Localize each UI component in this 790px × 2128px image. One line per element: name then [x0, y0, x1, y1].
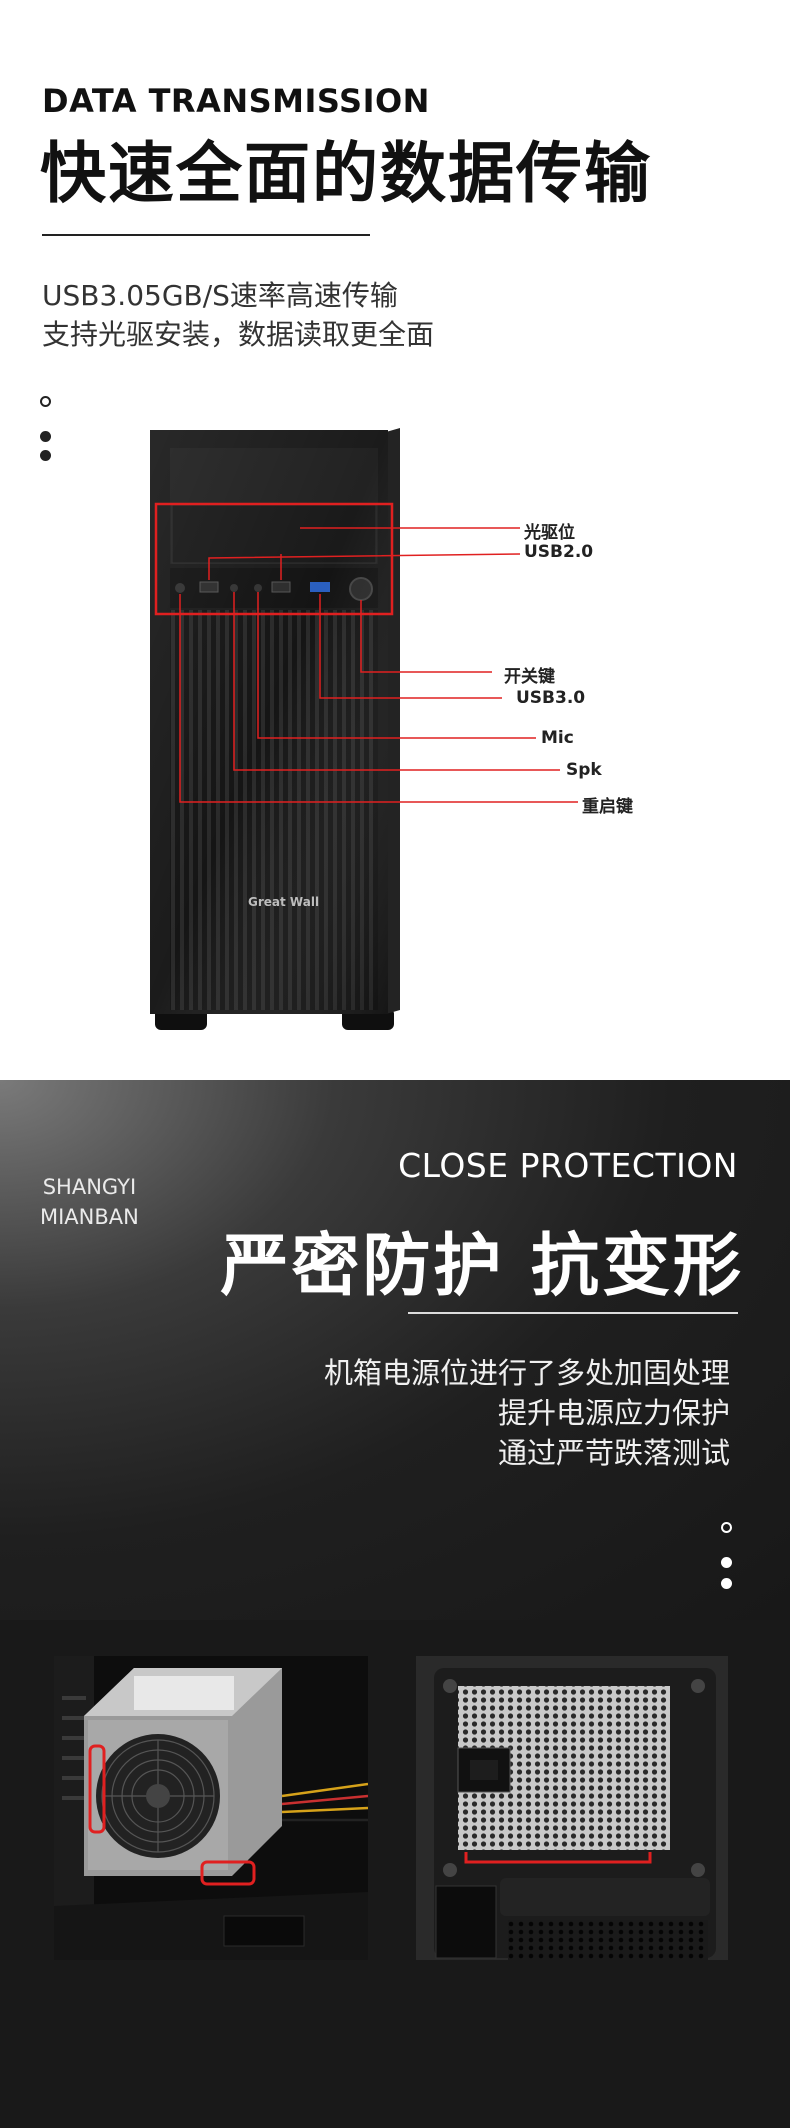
close-protection-section: SHANGYI MIANBAN CLOSE PROTECTION 严密防护 抗变… — [0, 1080, 790, 1620]
io-highlight-box — [154, 502, 394, 616]
power-callout-line — [360, 600, 492, 673]
data-transmission-section: DATA TRANSMISSION 快速全面的数据传输 USB3.05GB/S速… — [40, 82, 652, 1030]
power-supply-photos-section — [0, 1620, 790, 2128]
side-label-line-1: SHANGYI — [42, 1175, 137, 1199]
pager-dot-hollow — [40, 396, 51, 407]
pager-dot-solid — [40, 450, 51, 461]
feature-description-line-2: 提升电源应力保护 — [497, 1396, 730, 1430]
section-heading-en: CLOSE PROTECTION — [398, 1146, 738, 1185]
feature-description-line-1: USB3.05GB/S速率高速传输 — [42, 279, 398, 312]
front-sheen — [150, 430, 388, 1014]
callout-usb3: USB3.0 — [516, 688, 586, 708]
callout-power-button: 开关键 — [504, 667, 555, 687]
pager-dot-solid — [40, 431, 51, 442]
feature-description-line-1: 机箱电源位进行了多处加固处理 — [323, 1356, 730, 1390]
callout-mic: Mic — [541, 728, 574, 748]
usb2-callout-line — [208, 553, 521, 580]
power-supply-interior-photo — [54, 1656, 368, 1960]
mic-callout-line — [257, 592, 536, 739]
callout-reset-button: 重启键 — [582, 797, 633, 817]
brand-logo-text: Great Wall — [248, 895, 319, 909]
heading-divider — [42, 234, 370, 236]
heading-divider — [408, 1312, 738, 1314]
side-label-line-2: MIANBAN — [40, 1205, 139, 1229]
pager-dot-solid — [721, 1578, 732, 1589]
feature-description-line-3: 通过严苛跌落测试 — [497, 1436, 730, 1470]
pager-dot-solid — [721, 1557, 732, 1568]
callout-spk: Spk — [566, 760, 602, 780]
pager-dot-hollow — [721, 1522, 732, 1533]
section-heading-cn: 快速全面的数据传输 — [40, 135, 652, 212]
side-label: SHANGYI MIANBAN — [40, 1172, 139, 1232]
usb3-callout-line — [319, 594, 502, 699]
psu-rear-illustration — [416, 1656, 728, 1960]
case-side-panel — [386, 428, 400, 1014]
psu-interior-illustration — [54, 1656, 368, 1960]
section-heading-en: DATA TRANSMISSION — [42, 82, 430, 120]
section-heading-cn: 严密防护 抗变形 — [220, 1227, 744, 1306]
callout-usb2: USB2.0 — [524, 542, 594, 562]
callout-optical-bay: 光驱位 — [524, 523, 575, 543]
spk-callout-line — [233, 592, 560, 771]
power-supply-rear-photo — [416, 1656, 728, 1960]
feature-description-line-2: 支持光驱安装，数据读取更全面 — [42, 318, 435, 351]
reset-callout-line — [179, 594, 578, 803]
pc-case-illustration: Great Wall — [150, 428, 578, 1030]
